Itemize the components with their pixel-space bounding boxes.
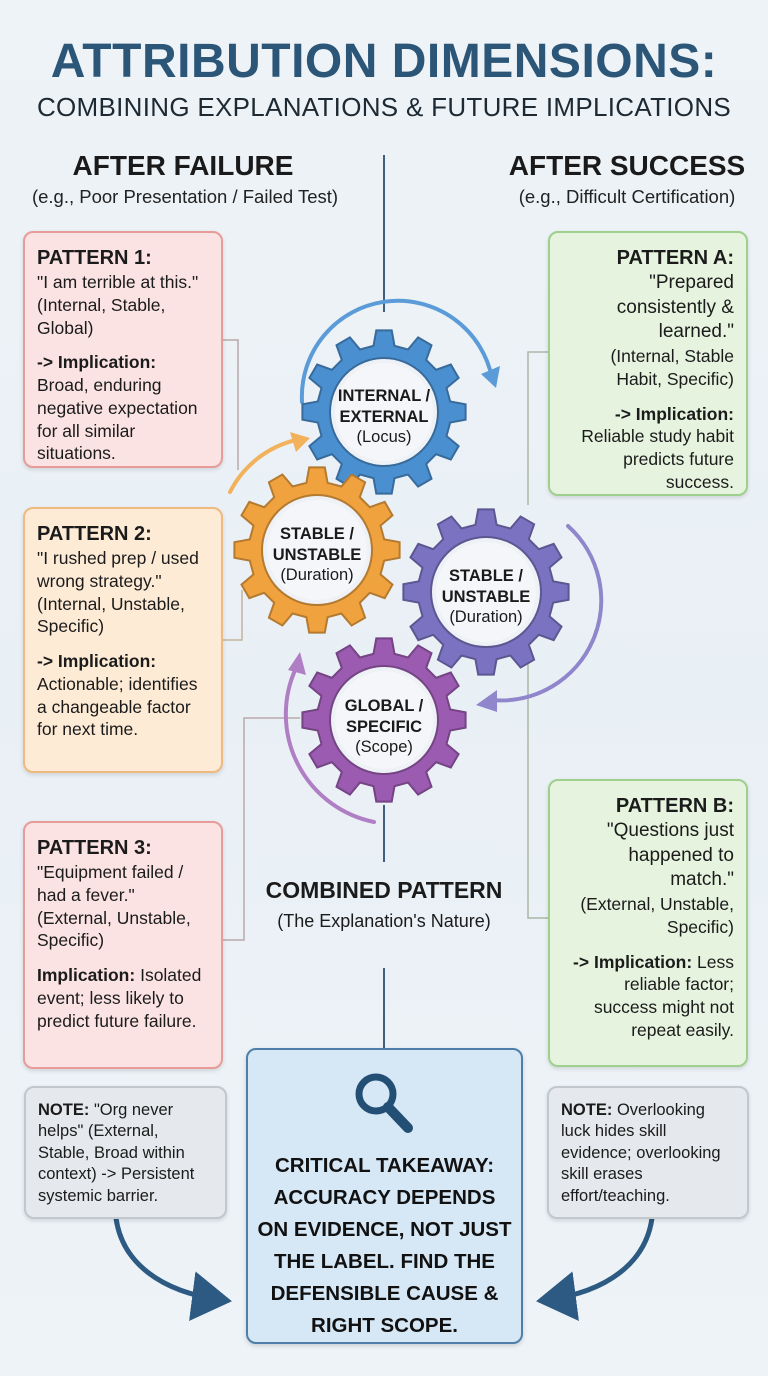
- pattern-2-implication: -> Implication: Actionable; identifies a…: [37, 651, 198, 740]
- arrow-orange-arc: [228, 438, 298, 494]
- arrow-left-to-takeaway: [113, 1215, 232, 1321]
- takeaway-text: CRITICAL TAKEAWAY: ACCURACY DEPENDS ON E…: [257, 1154, 512, 1337]
- gear-scope: [301, 637, 467, 803]
- pattern-b-box: PATTERN B: "Questions just happened to m…: [548, 779, 748, 1067]
- pattern-a-box: PATTERN A: "Prepared consistently & lear…: [548, 231, 748, 496]
- pattern-3-box: PATTERN 3: "Equipment failed / had a fev…: [23, 821, 223, 1069]
- pattern-1-box: PATTERN 1: "I am terrible at this." (Int…: [23, 231, 223, 468]
- pattern-a-title: PATTERN A:: [616, 247, 734, 269]
- arrow-right-to-takeaway: [536, 1215, 655, 1321]
- failure-note-box: NOTE: "Org never helps" (External, Stabl…: [24, 1086, 227, 1219]
- connector-pattern-2: [222, 590, 243, 641]
- pattern-2-quote: "I rushed prep / used wrong strategy.": [37, 548, 199, 591]
- page-title: ATTRIBUTION DIMENSIONS:: [50, 35, 718, 88]
- pattern-1-title: PATTERN 1:: [37, 247, 152, 269]
- gear-duration-left: [233, 466, 401, 634]
- pattern-1-quote: "I am terrible at this.": [37, 272, 199, 292]
- magnifier-icon: [355, 1073, 413, 1133]
- failure-note-text: "Org never helps" (External, Stable, Bro…: [38, 1101, 195, 1205]
- failure-note-label: NOTE:: [38, 1101, 90, 1119]
- pattern-a-attributes: (Internal, Stable Habit, Specific): [610, 346, 734, 389]
- gear-locus: [301, 329, 467, 495]
- pattern-3-attributes: (External, Unstable, Specific): [37, 907, 191, 951]
- combined-pattern: COMBINED PATTERN (The Explanation's Natu…: [250, 876, 518, 932]
- pattern-1-attributes: (Internal, Stable, Global): [37, 294, 166, 338]
- pattern-a-implication: -> Implication: Reliable study habit pre…: [581, 403, 734, 492]
- pattern-2-title: PATTERN 2:: [37, 523, 152, 545]
- pattern-a-quote: "Prepared consistently & learned.": [616, 272, 734, 343]
- arrow-blue-arc: [299, 298, 494, 404]
- takeaway-box: CRITICAL TAKEAWAY: ACCURACY DEPENDS ON E…: [246, 1048, 523, 1344]
- success-note-box: NOTE: Overlooking luck hides skill evide…: [547, 1086, 749, 1219]
- gear-label-duration-right: STABLE / UNSTABLE(Duration): [441, 567, 531, 627]
- pattern-b-quote: "Questions just happened to match.": [606, 820, 734, 891]
- pattern-2-box: PATTERN 2: "I rushed prep / used wrong s…: [23, 507, 223, 773]
- pattern-1-implication: -> Implication: Broad, enduring negative…: [37, 352, 198, 464]
- combined-subtitle: (The Explanation's Nature): [277, 910, 491, 931]
- pattern-b-implication: -> Implication: Less reliable factor; su…: [573, 951, 734, 1040]
- pattern-b-title: PATTERN B:: [615, 795, 734, 817]
- arrow-violet-arc: [283, 666, 376, 824]
- page-subtitle: COMBINING EXPLANATIONS & FUTURE IMPLICAT…: [36, 92, 732, 122]
- pattern-2-attributes: (Internal, Unstable, Specific): [37, 593, 185, 637]
- gear-duration-right: [402, 508, 570, 676]
- success-example: (e.g., Difficult Certification): [518, 186, 736, 207]
- connector-pattern-1: [222, 339, 239, 470]
- gear-label-duration-left: STABLE / UNSTABLE(Duration): [272, 525, 362, 585]
- pattern-b-attributes: (External, Unstable, Specific): [580, 894, 734, 937]
- success-note-text: Overlooking luck hides skill evidence; o…: [561, 1101, 721, 1205]
- pattern-3-implication: Implication: Isolated event; less likely…: [37, 965, 202, 1031]
- combined-title: COMBINED PATTERN: [265, 877, 503, 903]
- pattern-3-title: PATTERN 3:: [37, 837, 152, 859]
- failure-example: (e.g., Poor Presentation / Failed Test): [31, 186, 339, 207]
- failure-heading: AFTER FAILURE: [72, 150, 294, 181]
- success-note-label: NOTE:: [561, 1101, 613, 1119]
- gear-label-locus: INTERNAL / EXTERNAL(Locus): [337, 387, 431, 447]
- connector-pattern-b: [527, 620, 548, 919]
- gear-label-scope: GLOBAL / SPECIFIC(Scope): [344, 697, 424, 757]
- connector-pattern-3: [222, 717, 300, 941]
- arrow-purple-arc: [490, 524, 604, 703]
- success-heading: AFTER SUCCESS: [508, 150, 746, 181]
- pattern-3-quote: "Equipment failed / had a fever.": [37, 862, 184, 905]
- connector-pattern-a: [527, 351, 548, 505]
